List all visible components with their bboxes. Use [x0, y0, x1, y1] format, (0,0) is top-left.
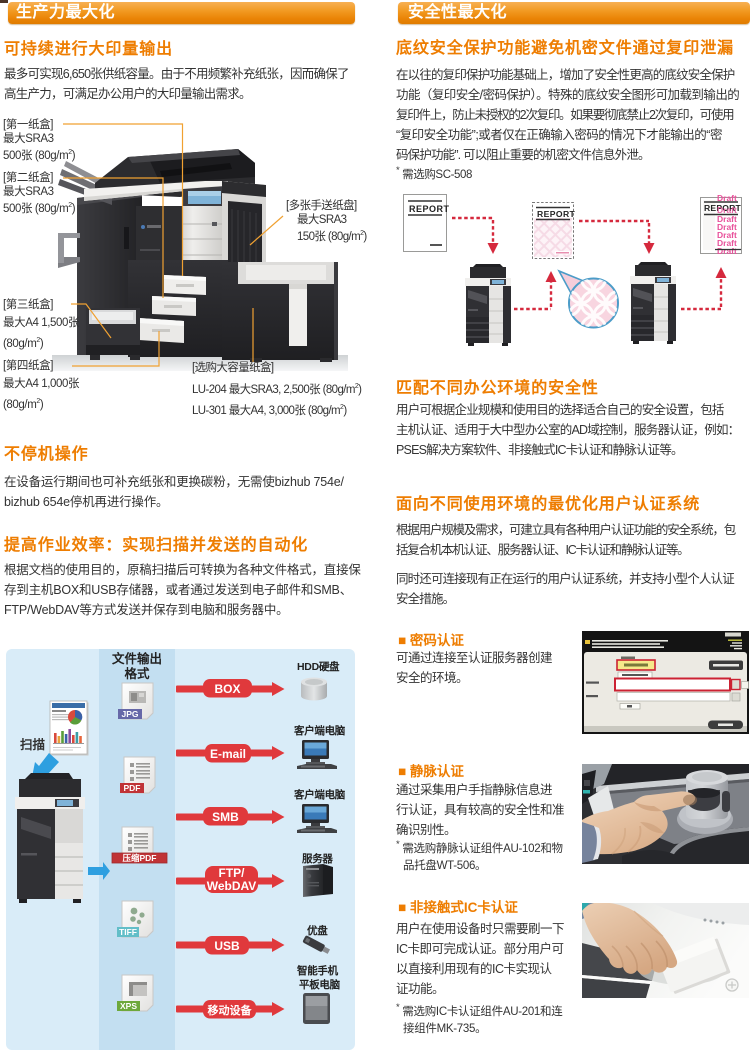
svg-text:E-mail: E-mail [210, 747, 246, 761]
svg-text:压缩PDF: 压缩PDF [122, 853, 156, 863]
svg-text:USB: USB [214, 939, 240, 953]
svg-text:REPORT: REPORT [409, 204, 450, 214]
svg-text:REPORT: REPORT [704, 203, 742, 213]
svg-text:Draft: Draft [717, 246, 737, 256]
svg-text:TIFF: TIFF [119, 927, 137, 937]
svg-text:REPORT: REPORT [537, 209, 576, 219]
svg-text:PDF: PDF [124, 783, 141, 793]
svg-text:Draft: Draft [717, 222, 737, 232]
svg-text:JPG: JPG [121, 709, 138, 719]
svg-text:XPS: XPS [120, 1001, 137, 1011]
svg-text:Draft: Draft [717, 230, 737, 240]
svg-text:FTP/: FTP/ [219, 866, 246, 880]
svg-text:Draft: Draft [717, 205, 737, 215]
svg-text:Draft: Draft [717, 193, 737, 203]
svg-text:WebDAV: WebDAV [207, 879, 257, 893]
svg-text:BOX: BOX [214, 682, 240, 696]
svg-text:Draft: Draft [717, 214, 737, 224]
svg-text:扫描: 扫描 [20, 737, 46, 752]
svg-text:SMB: SMB [212, 810, 239, 824]
svg-text:移动设备: 移动设备 [208, 1003, 253, 1017]
svg-text:Draft: Draft [717, 238, 737, 248]
